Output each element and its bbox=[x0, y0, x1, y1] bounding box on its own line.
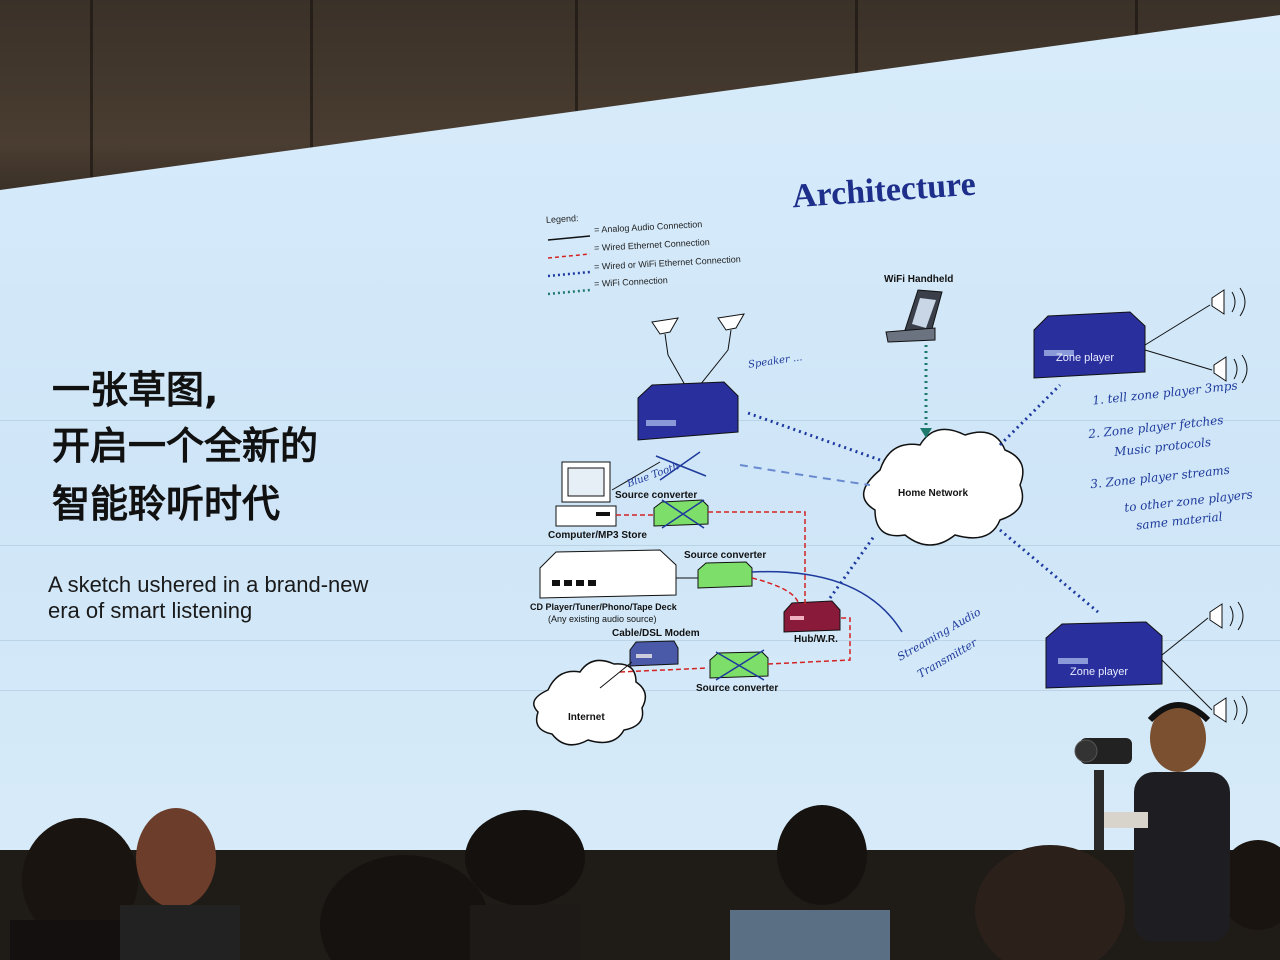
modem-device bbox=[629, 640, 679, 667]
hub-label: Hub/W.R. bbox=[794, 634, 838, 645]
computer-device bbox=[555, 461, 617, 527]
wireless-ethernet-connection bbox=[744, 410, 881, 462]
source-converter-label: Source converter bbox=[696, 683, 779, 694]
analog-connection bbox=[599, 661, 633, 689]
wireless-ethernet-connection bbox=[998, 383, 1062, 447]
cd-player-label: CD Player/Tuner/Phono/Tape Deck bbox=[530, 602, 677, 612]
analog-connection bbox=[611, 461, 661, 491]
wired-ethernet-connection bbox=[751, 577, 799, 603]
source-converter-label: Source converter bbox=[615, 490, 698, 501]
cd-player-device bbox=[539, 549, 677, 599]
scan-line bbox=[0, 640, 1280, 641]
headline-line-1: 一张草图, bbox=[52, 368, 219, 412]
handwritten-curve bbox=[751, 570, 903, 633]
legend-label: Legend: bbox=[545, 213, 579, 225]
analog-connection bbox=[1161, 617, 1209, 656]
speaker-icon bbox=[1213, 354, 1248, 384]
room-floor bbox=[0, 850, 1280, 960]
zone-player-label: Zone player bbox=[1056, 352, 1115, 364]
audience-member bbox=[320, 855, 490, 960]
computer-label: Computer/MP3 Store bbox=[548, 530, 647, 541]
audience-member bbox=[975, 845, 1125, 960]
subtitle-line-1: A sketch ushered in a brand-new bbox=[48, 572, 369, 597]
legend-wired-line bbox=[547, 253, 591, 259]
wireless-ethernet-connection bbox=[828, 534, 877, 599]
headline-line-2: 开启一个全新的 bbox=[52, 424, 319, 468]
headline-line-3: 智能聆听时代 bbox=[52, 482, 281, 526]
cross-out-mark bbox=[715, 649, 765, 681]
wireless-ethernet-connection bbox=[739, 464, 871, 486]
wifi-handheld-label: WiFi Handheld bbox=[884, 274, 954, 285]
ceiling-panel-seam bbox=[310, 0, 313, 200]
wired-ethernet-connection bbox=[616, 511, 806, 605]
scan-line bbox=[0, 545, 1280, 546]
analog-connection bbox=[1144, 304, 1211, 346]
analog-connection bbox=[1161, 659, 1213, 711]
speaker-icon bbox=[1211, 287, 1246, 317]
source-converter-device bbox=[697, 561, 753, 589]
cross-out-mark bbox=[655, 451, 707, 481]
audience-member bbox=[1218, 840, 1280, 930]
source-converter-label: Source converter bbox=[684, 550, 767, 561]
speaker-icon bbox=[717, 313, 745, 351]
legend-analog-line bbox=[547, 235, 591, 241]
wireless-ethernet-connection bbox=[999, 528, 1099, 614]
wifi-handheld-device bbox=[885, 289, 943, 343]
zone-player-device bbox=[1045, 621, 1163, 689]
wired-ethernet-connection bbox=[619, 617, 851, 673]
analog-connection bbox=[699, 349, 729, 386]
zone-player-device bbox=[637, 381, 739, 441]
hub-device bbox=[783, 600, 841, 633]
speaker-icon bbox=[651, 317, 679, 356]
ceiling-panel-seam bbox=[90, 0, 93, 200]
cross-out-mark bbox=[661, 499, 705, 529]
zone-player-device bbox=[1033, 311, 1146, 379]
ceiling-panel-seam bbox=[575, 0, 578, 200]
speaker-icon bbox=[1209, 601, 1244, 631]
home-network-label: Home Network bbox=[898, 488, 969, 499]
legend-wifi-ethernet-line bbox=[547, 270, 591, 278]
internet-cloud bbox=[533, 659, 647, 746]
subtitle-line-2: era of smart listening bbox=[48, 598, 253, 623]
analog-connection bbox=[1144, 349, 1213, 371]
legend-wifi-line bbox=[547, 288, 591, 296]
modem-label: Cable/DSL Modem bbox=[612, 628, 700, 639]
analog-connection bbox=[667, 354, 686, 386]
home-network-cloud bbox=[863, 428, 1024, 546]
arrow-down-icon bbox=[920, 428, 932, 438]
zone-player-label: Zone player bbox=[1070, 666, 1129, 678]
subtitle: A sketch ushered in a brand-new era of s… bbox=[48, 572, 408, 624]
cd-player-sublabel: (Any existing audio source) bbox=[548, 614, 657, 624]
internet-label: Internet bbox=[568, 712, 605, 723]
speaker-icon bbox=[1213, 695, 1248, 725]
